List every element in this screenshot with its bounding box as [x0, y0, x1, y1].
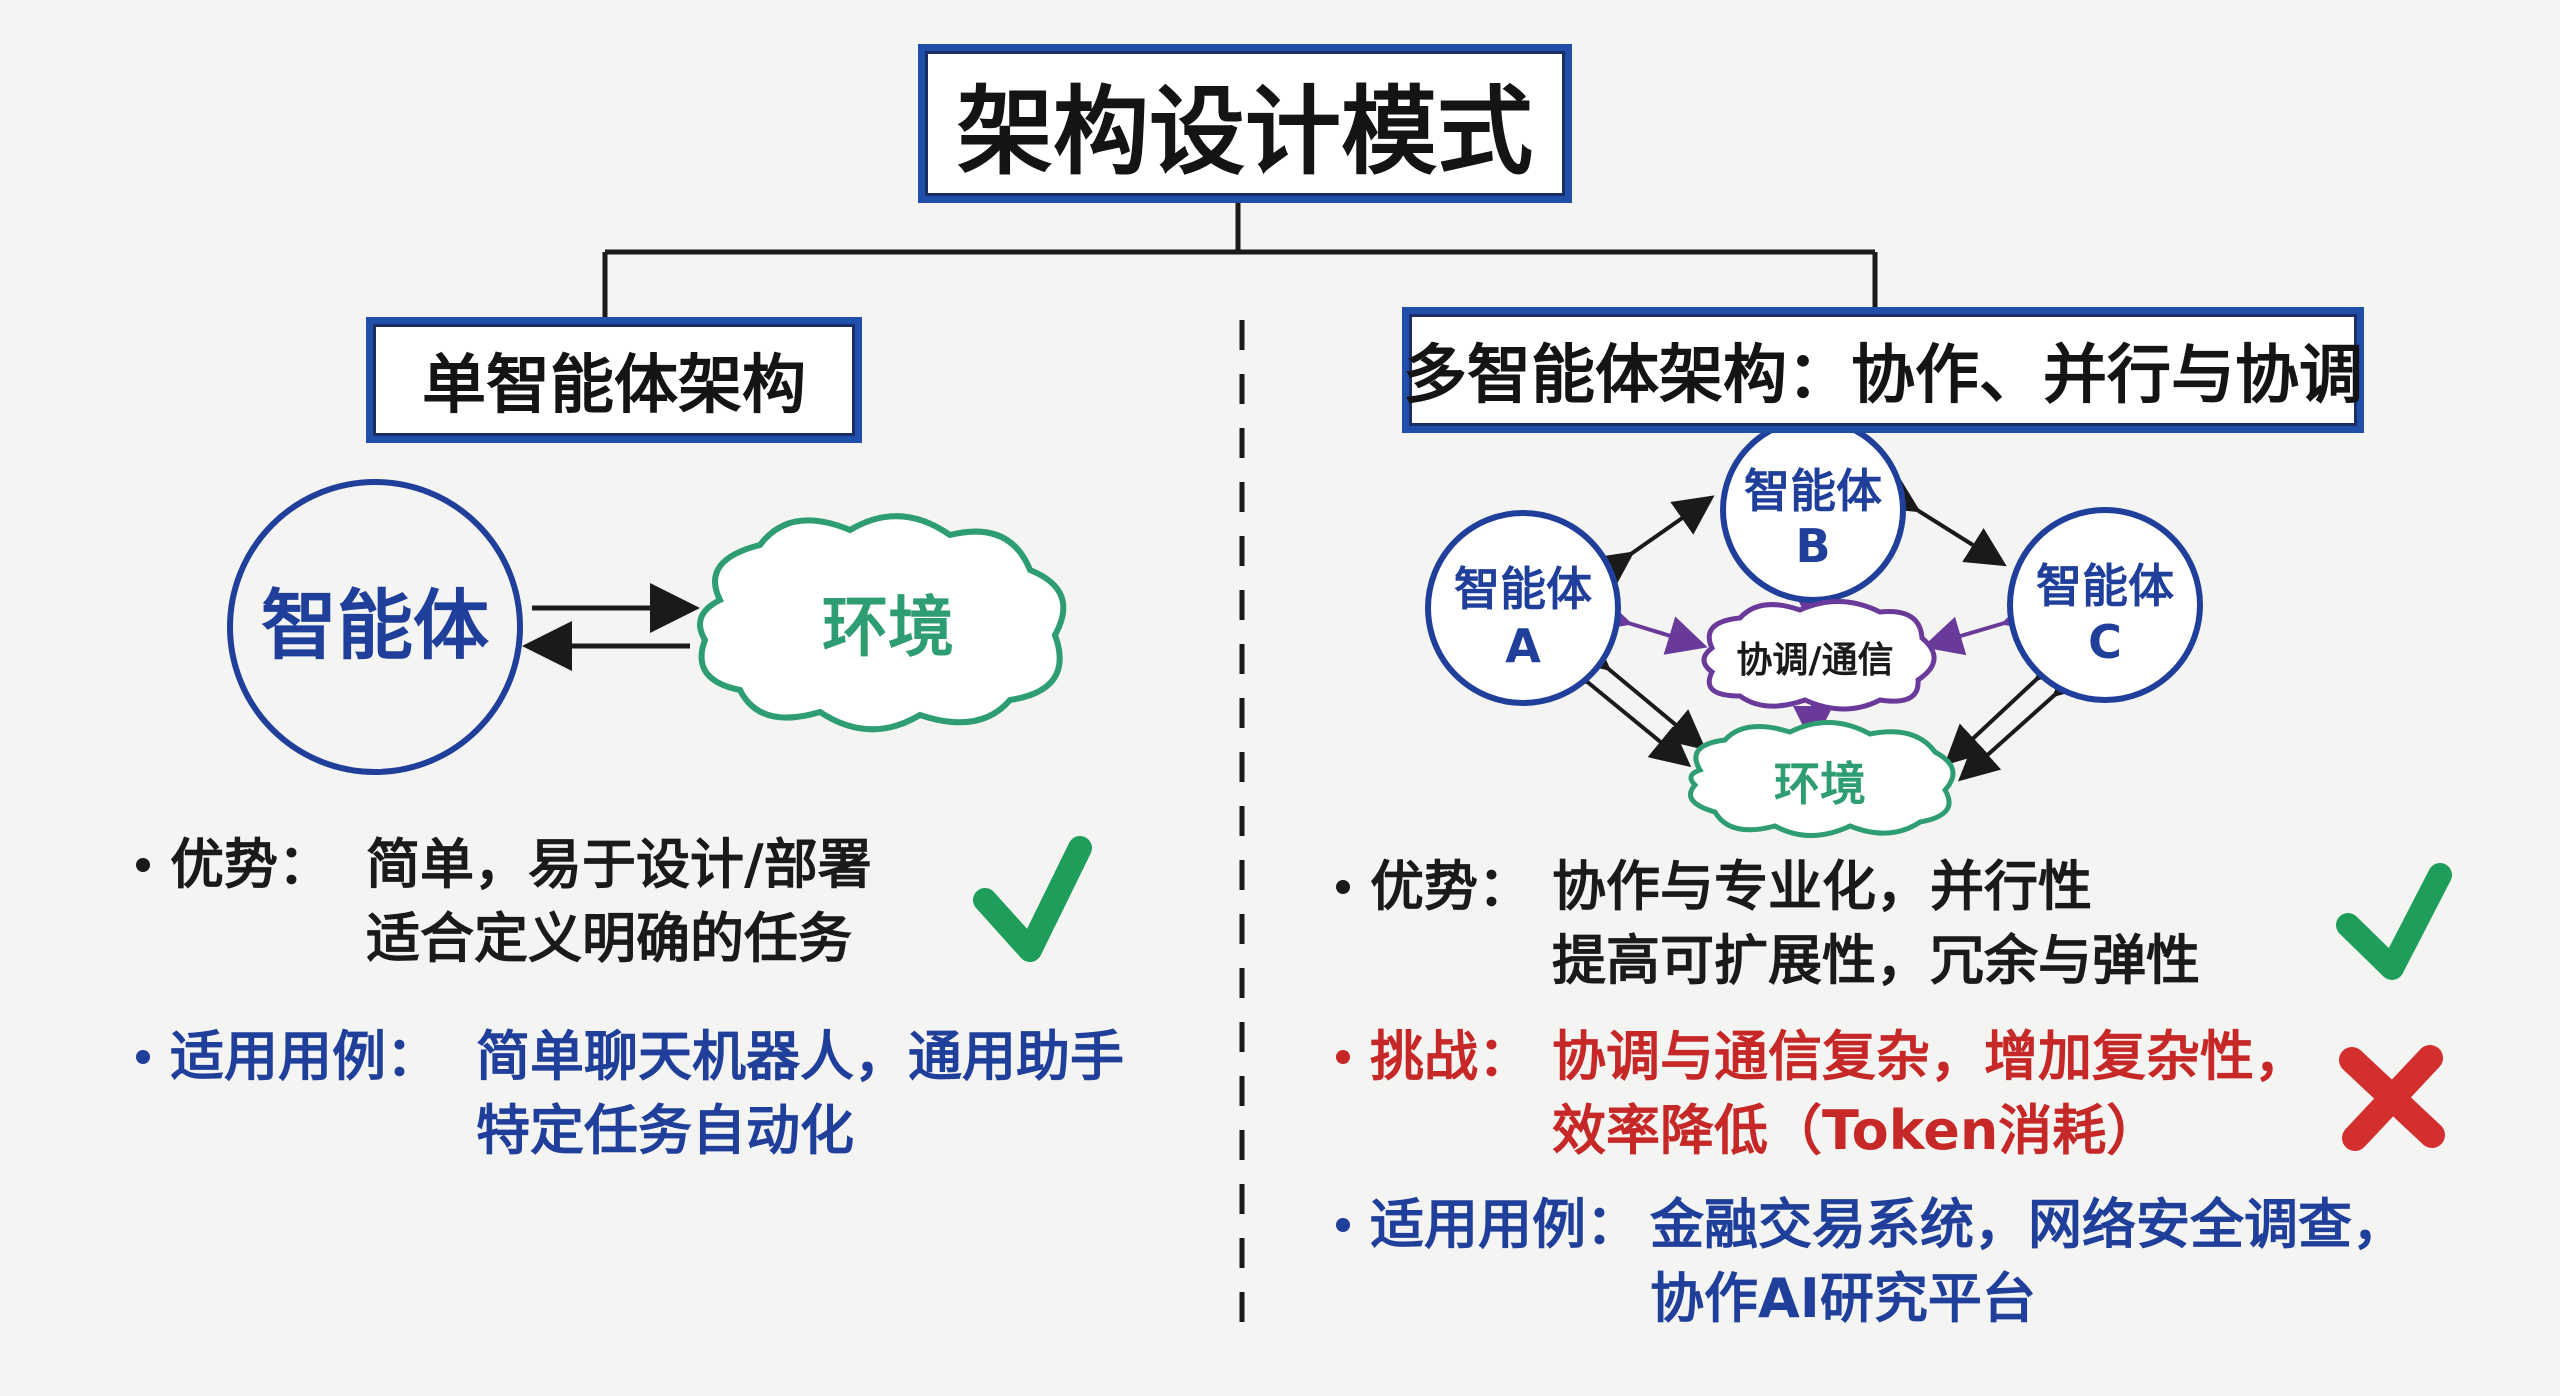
- multi-challenges-line1: 协调与通信复杂，增加复杂性，: [1552, 1025, 2308, 1088]
- coordination-bubble: [1701, 599, 1937, 712]
- single-advantages-label: 优势：: [170, 833, 332, 896]
- coord-arrow-c: [1922, 593, 2045, 656]
- multi-usecases-bullet: [1336, 1218, 1350, 1232]
- multi-advantages-line1: 协作与专业化，并行性: [1552, 855, 2092, 918]
- single-advantages-line1: 简单，易于设计/部署: [366, 833, 872, 896]
- single-agent-heading: 单智能体架构: [366, 317, 862, 443]
- agent-b-label: 智能体: [1744, 464, 1882, 518]
- coord-arrow-a: [1588, 593, 1708, 655]
- coordination-label: 协调/通信: [1736, 640, 1893, 681]
- single-check-icon: [973, 836, 1092, 962]
- multi-advantages-bullet: [1336, 880, 1350, 894]
- multi-challenges-bullet: [1336, 1050, 1350, 1064]
- arrow-a-b: [1590, 495, 1715, 591]
- agent-c-circle: [2007, 507, 2203, 703]
- arrow-c-env-2: [1958, 655, 2096, 782]
- multi-agent-heading: 多智能体架构：协作、并行与协调: [1402, 307, 2364, 433]
- multi-challenges-label: 挑战：: [1370, 1025, 1532, 1088]
- challenge-cross-icon: [2339, 1045, 2445, 1151]
- single-agent-circle: [227, 479, 523, 775]
- multi-advantages-line2: 提高可扩展性，冗余与弹性: [1552, 929, 2200, 992]
- arrow-a-env-2: [1567, 630, 1707, 751]
- page-title: 架构设计模式: [918, 44, 1572, 203]
- single-usecases-label: 适用用例：: [170, 1025, 440, 1088]
- agent-a-label: 智能体: [1454, 562, 1592, 616]
- single-agent-label: 智能体: [261, 581, 489, 670]
- single-usecases-line2: 特定任务自动化: [476, 1099, 854, 1162]
- multi-environment-cloud: [1688, 720, 1956, 838]
- tree-connector: [602, 190, 1878, 318]
- agent-a-circle: [1425, 510, 1621, 706]
- single-advantages-line2: 适合定义明确的任务: [366, 907, 852, 970]
- single-environment-cloud: [697, 513, 1067, 733]
- single-advantages-bullet: [136, 858, 150, 872]
- single-usecases-bullet: [136, 1050, 150, 1064]
- single-environment-label: 环境: [822, 589, 954, 666]
- single-usecases-line1: 简单聊天机器人，通用助手: [476, 1025, 1124, 1088]
- multi-check-icon: [2336, 863, 2452, 980]
- multi-usecases-line1: 金融交易系统，网络安全调查，: [1650, 1193, 2406, 1256]
- agent-b-letter: B: [1795, 519, 1830, 573]
- multi-usecases-line2: 协作AI研究平台: [1650, 1267, 2036, 1330]
- agent-a-letter: A: [1505, 619, 1541, 673]
- agent-c-label: 智能体: [2036, 559, 2174, 613]
- multi-environment-label: 环境: [1774, 757, 1866, 811]
- agent-c-letter: C: [2088, 615, 2122, 669]
- multi-challenges-line2: 效率降低（Token消耗）: [1552, 1099, 2161, 1162]
- multi-advantages-label: 优势：: [1370, 855, 1532, 918]
- arrow-b-c: [1876, 474, 2007, 567]
- multi-usecases-label: 适用用例：: [1370, 1193, 1640, 1256]
